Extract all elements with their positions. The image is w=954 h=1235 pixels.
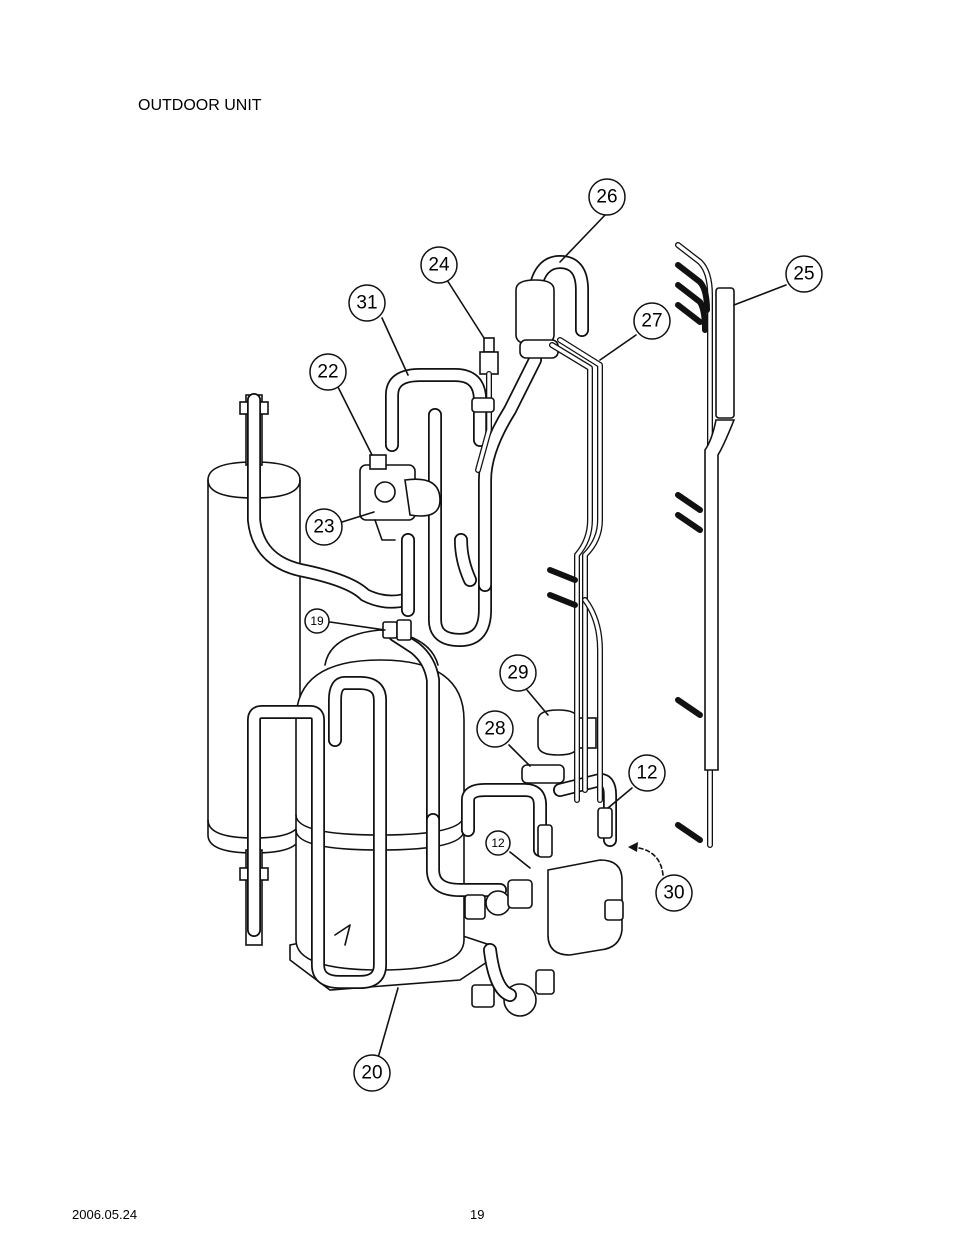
leader-lines [329,212,787,1059]
capillary-tubes [547,337,603,803]
four-way-valve [359,454,441,541]
callout-12-lower: 12 [485,830,511,856]
callout-22: 22 [309,353,347,391]
callout-label: 22 [317,362,338,383]
callout-28: 28 [476,710,514,748]
callout-26: 26 [588,178,626,216]
callout-31: 31 [348,284,386,322]
callout-27: 27 [633,302,671,340]
callout-29: 29 [499,654,537,692]
callout-label: 26 [596,187,617,208]
callout-20: 20 [353,1054,391,1092]
callout-label: 24 [428,255,450,276]
service-valves [464,879,555,1017]
callout-label: 31 [356,293,377,314]
callout-19: 19 [304,608,330,634]
callout-label: 28 [484,719,505,740]
arrow-head [628,842,638,852]
callout-24: 24 [420,246,458,284]
callout-label: 19 [310,614,324,628]
pressure-switch [471,337,499,473]
callout-25: 25 [785,255,823,293]
callout-23: 23 [305,508,343,546]
callout-12-upper: 12 [628,754,666,792]
page-title: OUTDOOR UNIT [138,97,262,114]
callout-label: 12 [491,836,505,850]
liquid-tube [675,242,736,848]
callout-30: 30 [655,874,693,912]
callout-label: 29 [507,663,528,684]
callout-label: 25 [793,264,814,285]
callout-label: 23 [313,517,334,538]
callout-label: 27 [641,311,662,332]
pipe-loops [247,255,589,989]
callout-label: 30 [663,883,684,904]
muffler [515,279,559,359]
footer-date: 2006.05.24 [72,1207,138,1222]
page-number: 19 [470,1207,485,1222]
flare-nut-2 [396,619,412,641]
callout-label: 12 [636,763,657,784]
callout-label: 20 [361,1063,382,1084]
